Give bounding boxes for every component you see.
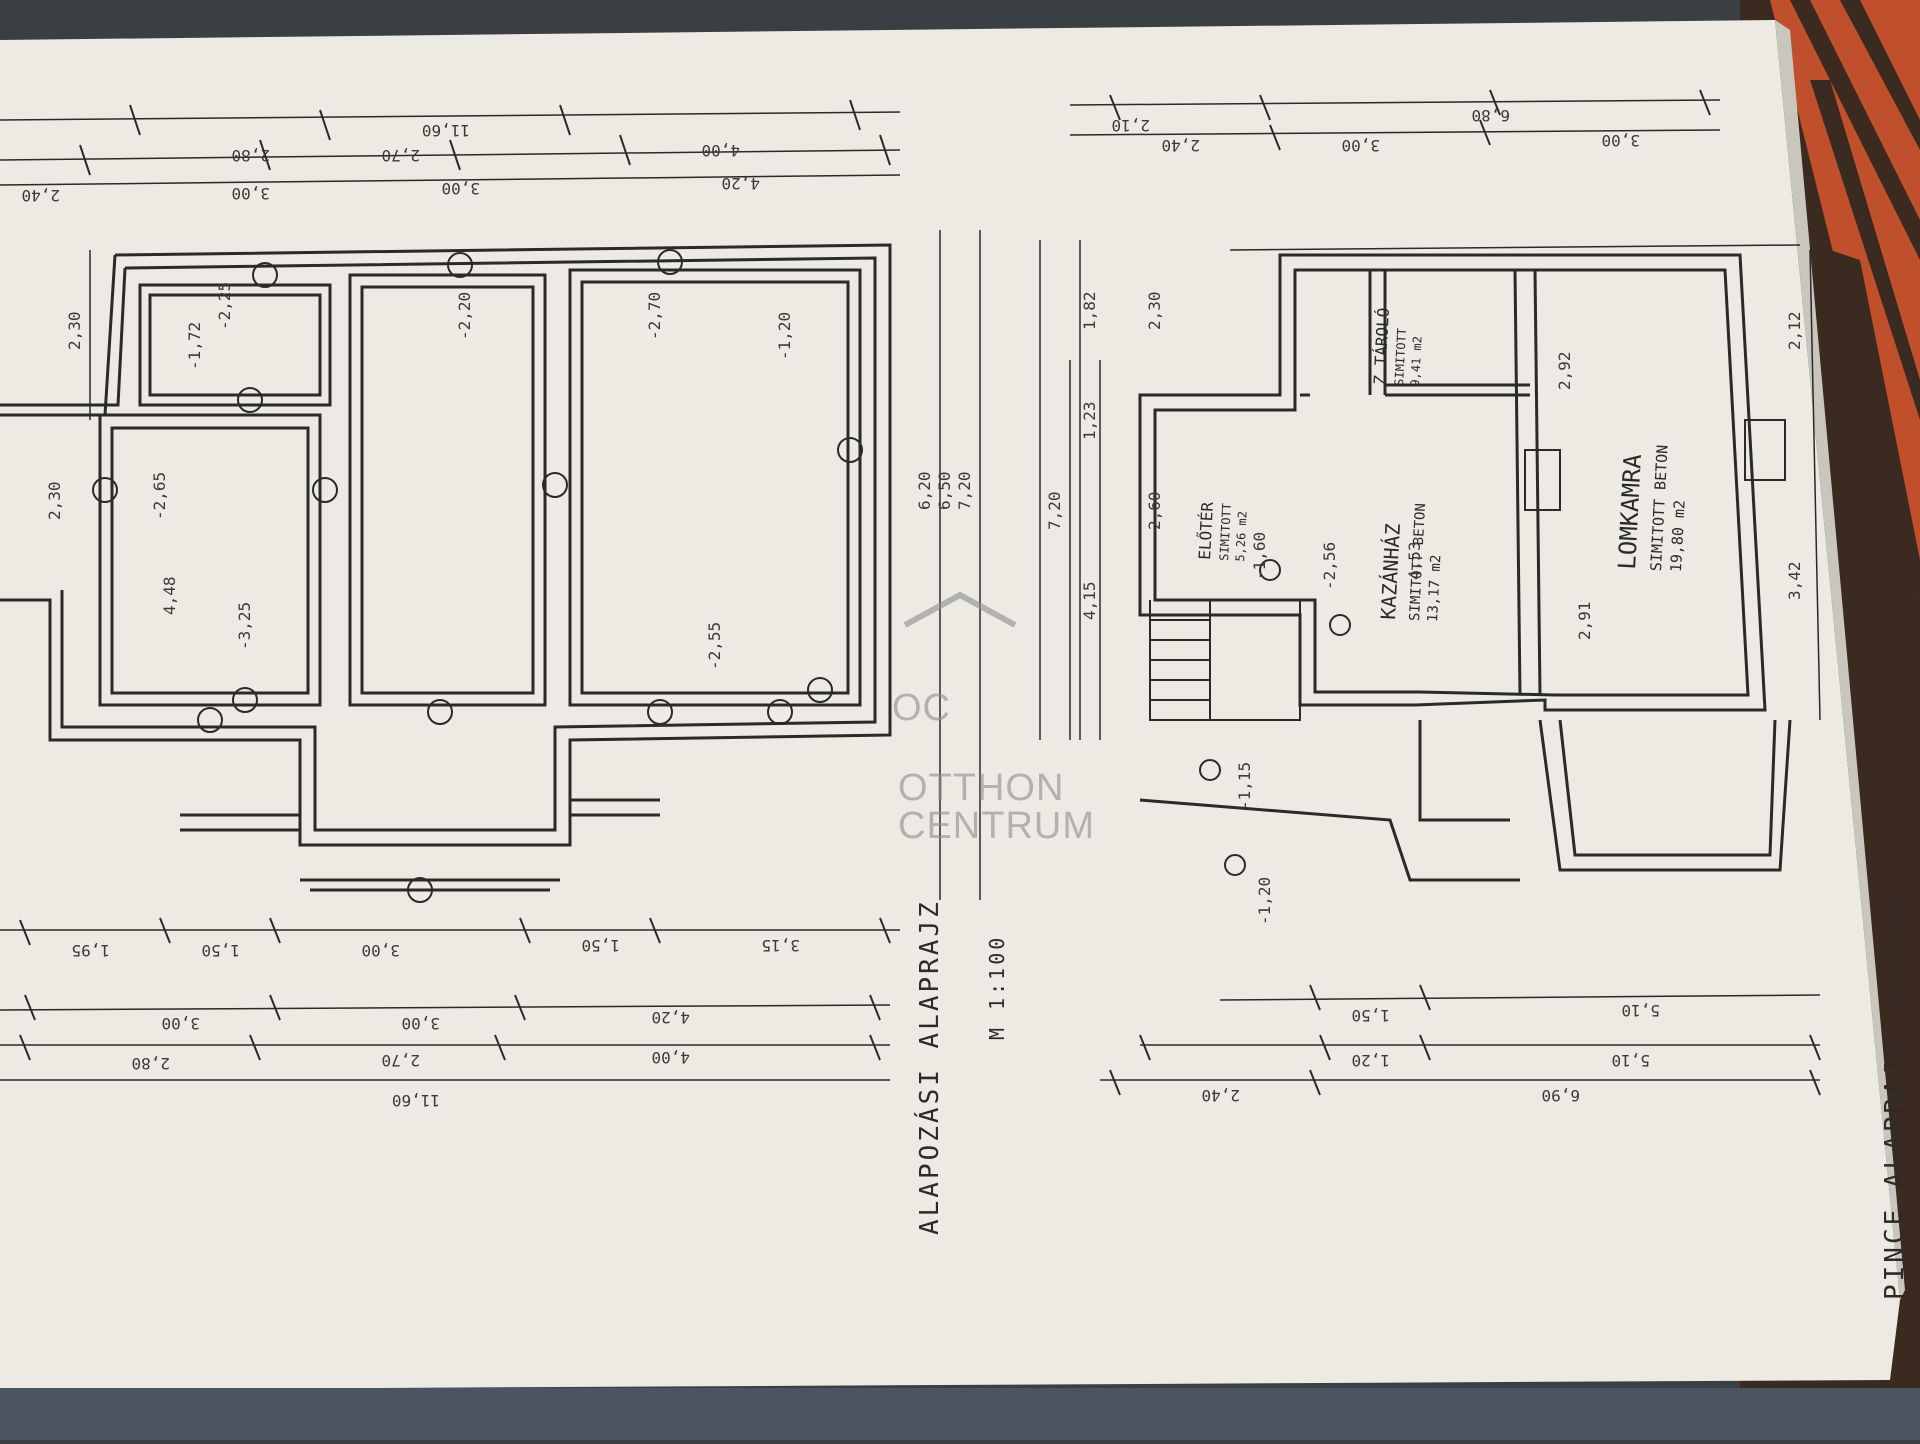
lvl-h: -1,72 — [185, 322, 204, 370]
b-lvl-h: 2,60 — [1145, 491, 1164, 530]
dim-top-a: 2,80 — [231, 146, 270, 165]
foundation-scale-text: M 1:100 — [985, 934, 1009, 1040]
b-top-c: 3,00 — [1601, 131, 1640, 150]
b-bot-b: 5,10 — [1621, 1001, 1660, 1020]
lomkamra-name: LOMKAMRA — [1613, 453, 1647, 570]
foundation-dimension-texts: 11,60 2,80 2,70 4,00 2,40 3,00 3,00 4,20… — [21, 121, 974, 1110]
watermark: OC OTTHON CENTRUM — [892, 591, 1095, 847]
lvl-i: 4,48 — [160, 576, 179, 615]
foundation-scale: M 1:100 — [985, 935, 1009, 1040]
b-left-b: 4,15 — [1080, 581, 1099, 620]
watermark-monogram: OC — [892, 687, 951, 729]
dim-top-g: 4,20 — [721, 174, 760, 193]
dim-right-a: 6,20 — [915, 471, 934, 510]
dim-bot-f: 3,00 — [161, 1014, 200, 1033]
basement-plan — [1069, 89, 1821, 1096]
lvl-b: -2,65 — [150, 472, 169, 520]
basement-title-text: PINCE ALAPRAJZ — [1880, 1038, 1910, 1300]
dim-bot-j: 2,70 — [381, 1051, 420, 1070]
eloter-floor: SIMITOTT — [1217, 503, 1234, 561]
lvl-g: -2,55 — [705, 622, 724, 670]
b-lvl-e: 2,92 — [1555, 351, 1574, 390]
watermark-line2: CENTRUM — [898, 805, 1095, 847]
b-bot-a: 1,50 — [1351, 1006, 1390, 1025]
b-bot-e: 2,40 — [1201, 1086, 1240, 1105]
dim-bot-k: 4,00 — [651, 1048, 690, 1067]
lvl-f: -3,25 — [235, 602, 254, 650]
dim-left-a: 2,30 — [65, 311, 84, 350]
basement-title: PINCE ALAPRAJZ M 1:100 — [1880, 897, 1910, 1300]
dim-bot-c: 3,00 — [361, 941, 400, 960]
b-lvl-b: -1,60 — [1250, 532, 1269, 580]
dim-top-total: 11,60 — [422, 121, 470, 140]
lomkamra-area: 19,80 m2 — [1667, 500, 1689, 573]
b-bot-d: 5,10 — [1611, 1051, 1650, 1070]
dim-left-b: 2,30 — [45, 481, 64, 520]
lvl-d: -2,70 — [645, 292, 664, 340]
b-lvl-f: 2,91 — [1575, 601, 1594, 640]
basement-dimension-texts: 6,80 2,40 3,00 3,00 2,10 1,50 5,10 1,20 … — [1045, 106, 1804, 1105]
dim-bot-a: 1,95 — [71, 941, 110, 960]
kazanhaz-floor: SIMITOTT BETON — [1407, 503, 1429, 622]
dim-bot-h: 4,20 — [651, 1008, 690, 1027]
b-left-c: 1,23 — [1080, 401, 1099, 440]
lvl-c: -2,25 — [215, 282, 234, 330]
table-bottom — [0, 1388, 1920, 1440]
dim-top-f: 3,00 — [441, 179, 480, 198]
b-lvl-a: -2,56 — [1320, 542, 1339, 590]
eloter-area: 5,26 m2 — [1233, 511, 1250, 562]
dim-bot-i: 2,80 — [131, 1054, 170, 1073]
basement-scale-text: M 1:100 — [1884, 896, 1908, 1003]
kazanhaz-name: KAZÁNHÁZ — [1376, 523, 1405, 620]
b-right-a: 2,12 — [1785, 311, 1804, 350]
b-bot-c: 1,20 — [1351, 1051, 1390, 1070]
foundation-title: ALAPOZÁSI ALAPRAJZ — [915, 899, 945, 1235]
b-top-d: 2,10 — [1111, 116, 1150, 135]
b-right-b: 3,42 — [1785, 561, 1804, 600]
b-top-a: 2,40 — [1161, 136, 1200, 155]
b-lvl-g: 4,53 — [1405, 541, 1424, 580]
dim-bot-e: 3,15 — [761, 936, 800, 955]
lvl-a: -2,20 — [455, 292, 474, 340]
watermark-line1: OTTHON — [898, 767, 1064, 809]
dim-bot-b: 1,50 — [201, 941, 240, 960]
dim-top-e: 3,00 — [231, 184, 270, 203]
dim-top-b: 2,70 — [381, 146, 420, 165]
kazanhaz-area: 13,17 m2 — [1425, 554, 1445, 622]
b-top-b: 3,00 — [1341, 136, 1380, 155]
b-top-total: 6,80 — [1471, 106, 1510, 125]
tarolo-name: Z.TÁROLÓ — [1370, 307, 1393, 385]
tarolo-area: 9,41 m2 — [1408, 336, 1425, 387]
dim-top-c: 4,00 — [701, 141, 740, 160]
dim-bot-d: 1,50 — [581, 936, 620, 955]
room-labels: LOMKAMRA SIMITOTT BETON 19,80 m2 KAZÁNHÁ… — [1194, 307, 1689, 622]
b-lvl-d: -1,20 — [1255, 877, 1274, 925]
b-left-a: 7,20 — [1045, 491, 1064, 530]
tarolo-floor: SIMITOTT — [1392, 328, 1409, 386]
dim-right-b: 6,50 — [935, 471, 954, 510]
lvl-e: -1,20 — [775, 312, 794, 360]
b-left-d: 1,82 — [1080, 291, 1099, 330]
dim-bot-total: 11,60 — [392, 1091, 440, 1110]
dim-top-d: 2,40 — [21, 186, 60, 205]
b-bot-f: 6,90 — [1541, 1086, 1580, 1105]
foundation-plan — [0, 99, 1081, 1081]
dim-bot-g: 3,00 — [401, 1014, 440, 1033]
eloter-name: ELŐTÉR — [1194, 501, 1217, 560]
b-left-e: 2,30 — [1145, 291, 1164, 330]
dim-right-c: 7,20 — [955, 471, 974, 510]
foundation-title-text: ALAPOZÁSI ALAPRAJZ — [915, 899, 945, 1235]
b-lvl-c: -1,15 — [1235, 762, 1254, 810]
paper-shadow — [1775, 20, 1905, 1300]
